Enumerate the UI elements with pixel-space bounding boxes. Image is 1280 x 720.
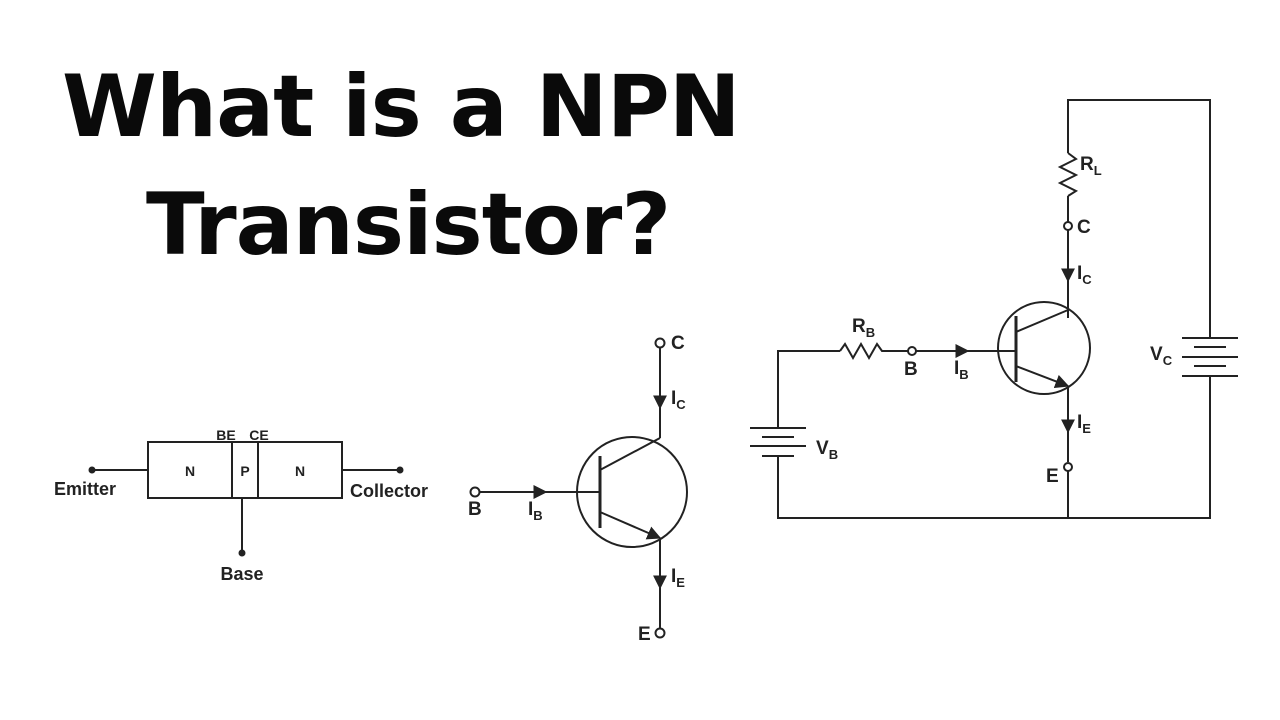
collector-diagonal <box>599 437 661 471</box>
region-n-left: N <box>185 463 195 479</box>
circuit-emitter-terminal <box>1063 462 1073 472</box>
junction-diagram <box>88 441 404 557</box>
top-wire <box>1067 99 1211 338</box>
circuit-ic-label: IC <box>1077 263 1092 287</box>
circuit-rb-label: RB <box>852 316 875 340</box>
region-p: P <box>240 463 249 479</box>
circuit-emitter-diagonal <box>1015 365 1070 389</box>
symbol-ib-label: IB <box>528 499 543 523</box>
collector-label: Collector <box>350 481 428 501</box>
symbol-c-label: C <box>671 333 685 354</box>
circuit-ib-label: IB <box>954 358 969 382</box>
title-line-2: Transistor? <box>146 175 671 275</box>
page-title: What is a NPN Transistor? <box>62 48 822 284</box>
symbol-ie-label: IE <box>671 566 685 590</box>
circuit-vc-label: VC <box>1150 344 1173 368</box>
emitter-dot <box>88 466 96 474</box>
circuit-b-label: B <box>904 359 918 380</box>
junction-label-ce: CE <box>249 427 268 443</box>
collector-dot <box>396 466 404 474</box>
junction-label-be: BE <box>216 427 235 443</box>
circuit-diagram <box>750 99 1238 519</box>
base-label: Base <box>220 564 263 584</box>
base-dot <box>238 549 246 557</box>
circuit-c-label: C <box>1077 217 1091 238</box>
bottom-wire <box>777 376 1211 519</box>
symbol-ic-label: IC <box>671 388 686 412</box>
circuit-vb-label: VB <box>816 438 838 462</box>
base-terminal <box>469 486 481 498</box>
emitter-terminal <box>654 627 666 639</box>
symbol-diagram <box>469 337 688 639</box>
circuit-transistor-body <box>997 301 1091 395</box>
base-resistor <box>839 341 908 361</box>
circuit-collector-diagonal <box>1015 309 1069 333</box>
base-left-wire <box>777 350 840 428</box>
circuit-base-terminal <box>907 346 917 356</box>
emitter-diagonal <box>599 511 662 540</box>
circuit-e-label: E <box>1046 466 1059 487</box>
title-line-1: What is a NPN <box>62 57 741 157</box>
emitter-label: Emitter <box>54 479 116 499</box>
circuit-collector-terminal <box>1063 221 1073 231</box>
circuit-rl-label: RL <box>1080 154 1102 178</box>
symbol-b-label: B <box>468 499 482 520</box>
region-n-right: N <box>295 463 305 479</box>
circuit-ie-label: IE <box>1077 412 1091 436</box>
symbol-e-label: E <box>638 624 651 645</box>
collector-terminal <box>654 337 666 349</box>
load-resistor <box>1057 152 1079 197</box>
